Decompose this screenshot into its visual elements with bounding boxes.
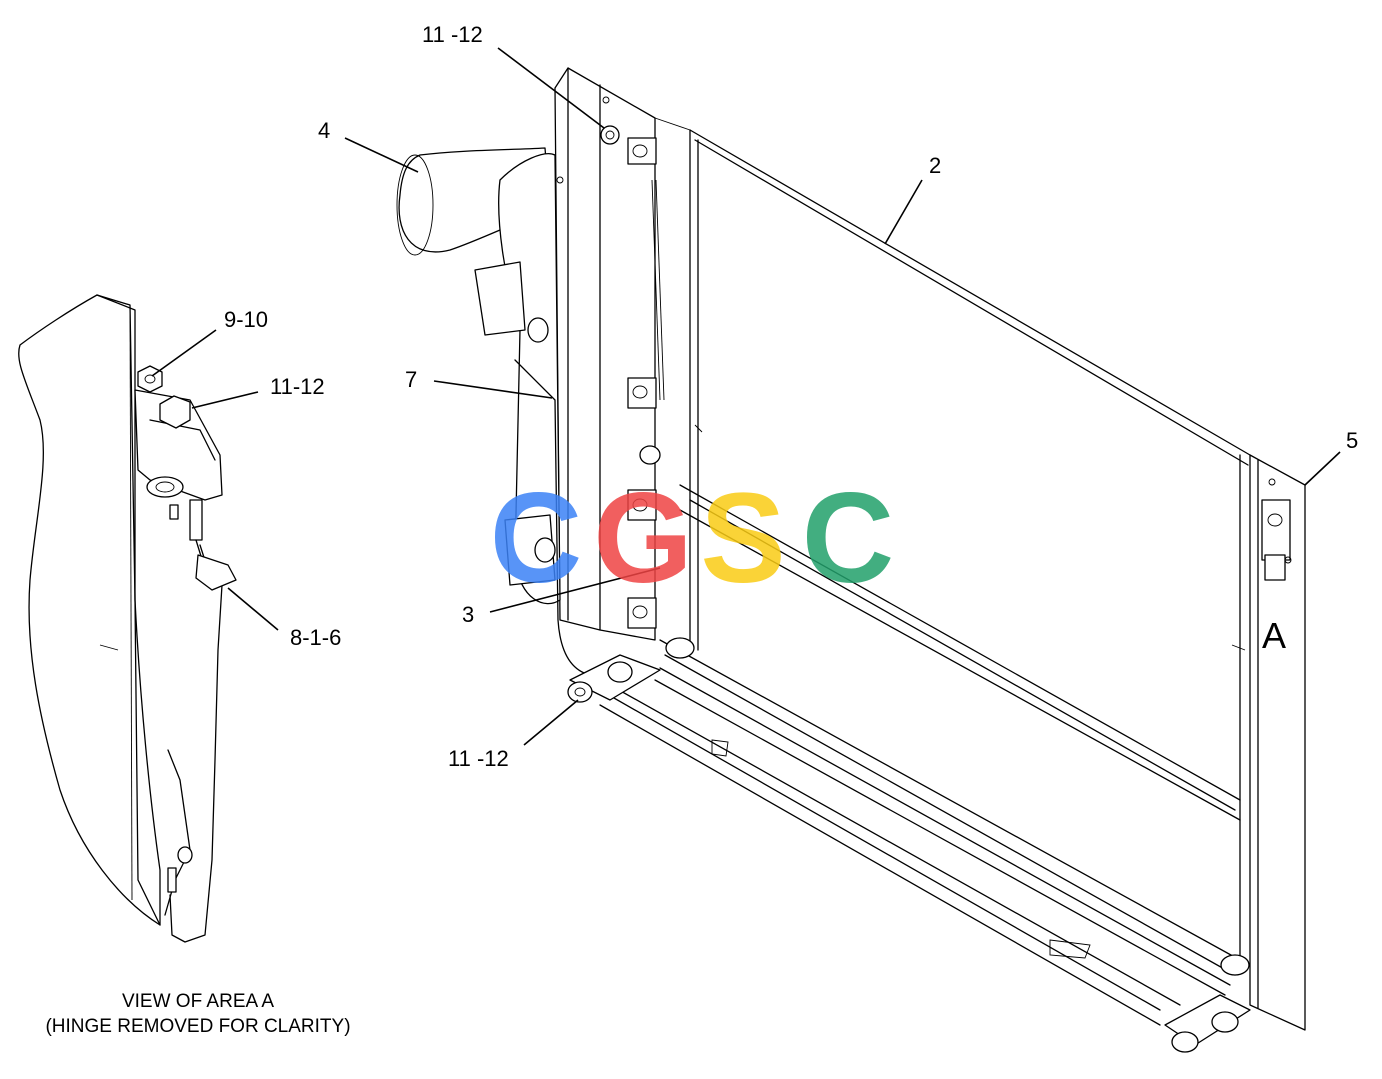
leader-11-12-left bbox=[191, 391, 259, 409]
leader-11-12-bottom bbox=[523, 699, 579, 746]
leader-11-12-top bbox=[497, 47, 605, 129]
hinge-bracket bbox=[134, 389, 223, 501]
detail-panel-edge bbox=[96, 294, 161, 926]
watermark-letter: S bbox=[700, 467, 785, 610]
cable-stud bbox=[189, 499, 203, 541]
leader-5 bbox=[1304, 451, 1341, 486]
bolt-11-12-detail bbox=[159, 395, 191, 429]
left-frame-brackets bbox=[627, 137, 661, 629]
bottom-rail bbox=[599, 689, 1161, 1011]
frame-strip bbox=[651, 179, 661, 401]
leader-3 bbox=[489, 567, 661, 613]
callout-8-1-6: 8-1-6 bbox=[290, 625, 341, 650]
caption-line-1: VIEW OF AREA A bbox=[122, 991, 274, 1012]
detail-caption: VIEW OF AREA A (HINGE REMOVED FOR CLARIT… bbox=[45, 991, 350, 1037]
callout-7: 7 bbox=[405, 367, 417, 392]
leader-9-10 bbox=[151, 329, 217, 377]
nut-9-10 bbox=[137, 365, 163, 393]
callout-9-10: 9-10 bbox=[224, 307, 268, 332]
callout-labels: 11 -12 4 2 7 5 3 11 -12 9-10 11-12 8-1-6… bbox=[224, 22, 1358, 771]
caption-line-2: (HINGE REMOVED FOR CLARITY) bbox=[45, 1016, 350, 1037]
right-frame-hinge bbox=[1261, 478, 1292, 581]
callout-4: 4 bbox=[318, 118, 330, 143]
detail-mark bbox=[99, 644, 119, 651]
callout-11-12-bottom: 11 -12 bbox=[448, 746, 509, 771]
leader-2 bbox=[884, 179, 923, 245]
hinge-pin-hole bbox=[146, 476, 184, 498]
core-divider-top bbox=[679, 484, 1241, 801]
watermark-letter: G bbox=[593, 467, 693, 610]
lower-fastener bbox=[177, 846, 193, 864]
core-top-edge bbox=[689, 129, 1251, 456]
callout-2: 2 bbox=[929, 153, 941, 178]
callout-11-12-left: 11-12 bbox=[270, 374, 325, 399]
ground-cable bbox=[169, 539, 223, 943]
callout-3: 3 bbox=[462, 602, 474, 627]
right-side-frame bbox=[1249, 454, 1306, 1031]
leader-lines bbox=[151, 47, 1341, 746]
leader-7 bbox=[433, 380, 553, 399]
detail-panel-outline bbox=[18, 294, 161, 926]
detail-view-area-a bbox=[18, 294, 237, 943]
detail-edge-line bbox=[129, 304, 133, 901]
cable-clip bbox=[195, 554, 237, 591]
watermark-letter: C bbox=[490, 467, 582, 610]
top-bolt-11-12 bbox=[600, 125, 620, 145]
callout-11-12-top: 11 -12 bbox=[422, 22, 483, 47]
leader-8-1-6 bbox=[227, 587, 279, 631]
bottom-tank-top bbox=[659, 639, 1241, 961]
callout-5: 5 bbox=[1346, 428, 1358, 453]
leader-4 bbox=[344, 137, 419, 173]
radiator-assembly bbox=[396, 67, 1306, 1053]
area-a-label: A bbox=[1262, 615, 1286, 656]
watermark-letter: C bbox=[802, 467, 894, 610]
